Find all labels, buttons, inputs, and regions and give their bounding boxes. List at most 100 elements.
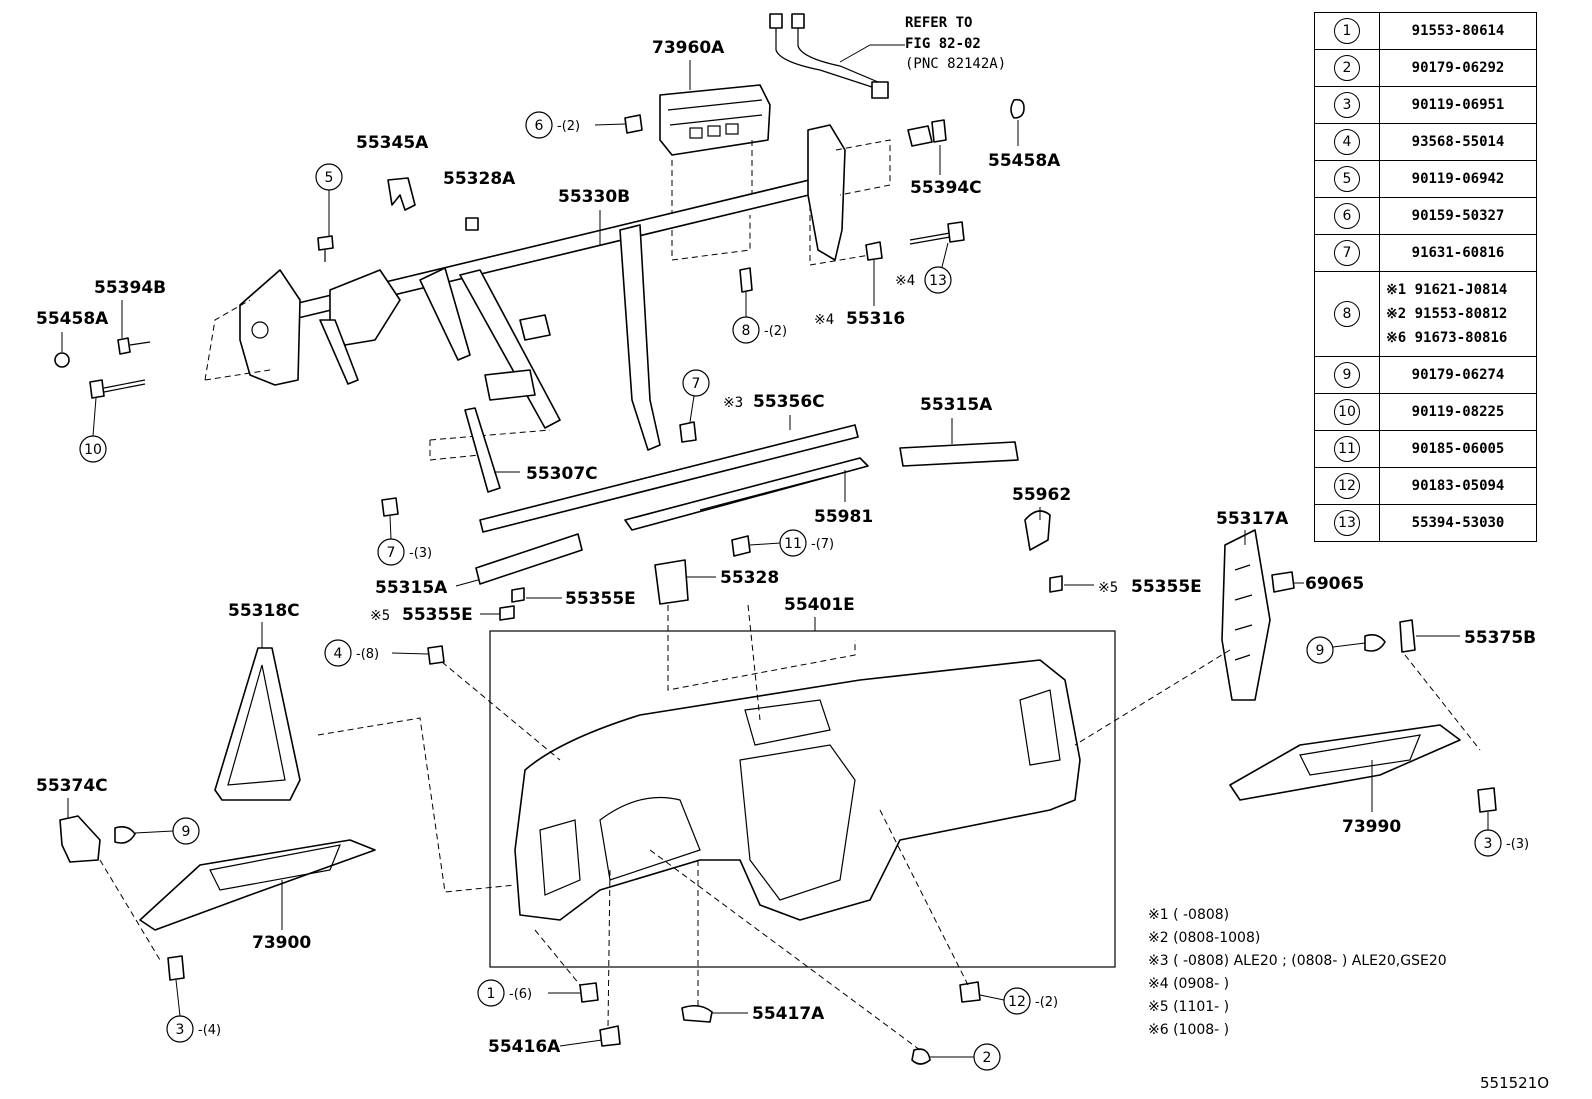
qty-6: -(2) [557, 119, 580, 134]
circle-7a: 7 [692, 376, 701, 392]
legend-number: 2 [1314, 49, 1380, 87]
legend-part-number: ※1 91621-J0814※2 91553-80812※6 91673-808… [1379, 271, 1537, 357]
legend-row: 10 90119-08225 [1314, 393, 1537, 431]
circle-10: 10 [84, 442, 102, 458]
refer-line-3: (PNC 82142A) [905, 56, 1006, 72]
legend-number: 8 [1314, 271, 1380, 357]
legend-number: 4 [1314, 123, 1380, 161]
circle-13: 13 [929, 273, 947, 289]
label-55317A: 55317A [1216, 509, 1289, 529]
legend-number-circle: 13 [1334, 510, 1360, 536]
qty-4: -(8) [356, 647, 379, 662]
legend-part-number: 91631-60816 [1379, 234, 1537, 272]
legend-number-circle: 10 [1334, 399, 1360, 425]
label-55458A-left: 55458A [36, 309, 109, 329]
legend-number: 13 [1314, 504, 1380, 542]
legend-row: 13 55394-53030 [1314, 504, 1537, 542]
wire-harness-refer [769, 13, 905, 99]
refer-line-2: FIG 82-02 [905, 36, 981, 52]
legend-number: 12 [1314, 467, 1380, 505]
dash-reinforcement-55330B [204, 124, 891, 461]
label-55315A-right: 55315A [920, 395, 993, 415]
legend-number-circle: 11 [1334, 436, 1360, 462]
mark-5b: ※5 [1098, 580, 1118, 596]
qty-3a: -(4) [198, 1023, 221, 1038]
callout-circles: 6 -(2) 5 8 -(2) ※4 13 10 7 7 -(3) 11 -(7… [79, 111, 1529, 1071]
label-55394C: 55394C [910, 178, 982, 198]
instrument-panel-55401E [514, 604, 1081, 921]
circle-8: 8 [742, 323, 751, 339]
note-6: ※6 (1008- ) [1148, 1022, 1229, 1038]
label-55316: 55316 [846, 309, 905, 329]
legend-number: 11 [1314, 430, 1380, 468]
legend-number-circle: 8 [1334, 301, 1360, 327]
legend-part-variant: ※1 91621-J0814 [1386, 282, 1508, 298]
legend-number-circle: 12 [1334, 473, 1360, 499]
legend-row: 3 90119-06951 [1314, 86, 1537, 124]
trim-strips [464, 407, 1063, 621]
label-55962: 55962 [1012, 485, 1071, 505]
circle-5: 5 [325, 170, 334, 186]
circle-2: 2 [983, 1050, 992, 1066]
legend-part-number: 93568-55014 [1379, 123, 1537, 161]
note-1: ※1 ( -0808) [1148, 907, 1229, 923]
circle-12: 12 [1008, 994, 1026, 1010]
label-73960A: 73960A [652, 38, 725, 58]
legend-number-circle: 7 [1334, 240, 1360, 266]
legend-row: 4 93568-55014 [1314, 123, 1537, 161]
circle-3b: 3 [1484, 836, 1493, 852]
circle-11: 11 [784, 536, 802, 552]
legend-part-number: 90119-08225 [1379, 393, 1537, 431]
label-55375B: 55375B [1464, 628, 1536, 648]
label-55345A: 55345A [356, 133, 429, 153]
qty-12: -(2) [1035, 995, 1058, 1010]
mark-4a: ※4 [814, 312, 834, 328]
refer-line-1: REFER TO [905, 15, 972, 31]
label-55318C: 55318C [228, 601, 300, 621]
qty-11: -(7) [811, 537, 834, 552]
legend-number-circle: 2 [1334, 55, 1360, 81]
label-55356C: 55356C [753, 392, 825, 412]
mark-3: ※3 [723, 395, 743, 411]
legend-number: 9 [1314, 356, 1380, 394]
qty-3b: -(3) [1506, 837, 1529, 852]
legend-number: 10 [1314, 393, 1380, 431]
label-55330B: 55330B [558, 187, 630, 207]
circle-9a: 9 [182, 824, 191, 840]
label-73990: 73990 [1342, 817, 1401, 837]
legend-part-number: 90119-06951 [1379, 86, 1537, 124]
legend-number-circle: 6 [1334, 203, 1360, 229]
applicability-notes: ※1 ( -0808) ※2 (0808-1008) ※3 ( -0808) A… [1148, 907, 1447, 1038]
legend-part-number: 91553-80614 [1379, 12, 1537, 50]
note-4: ※4 (0908- ) [1148, 976, 1229, 992]
mark-4b: ※4 [895, 273, 915, 289]
circle-9b: 9 [1316, 643, 1325, 659]
circle-7b: 7 [387, 545, 396, 561]
label-55417A: 55417A [752, 1004, 825, 1024]
legend-part-variant: ※2 91553-80812 [1386, 306, 1508, 322]
legend-number-circle: 4 [1334, 129, 1360, 155]
legend-number: 3 [1314, 86, 1380, 124]
circle-3a: 3 [176, 1022, 185, 1038]
legend-number-circle: 3 [1334, 92, 1360, 118]
legend-number: 7 [1314, 234, 1380, 272]
label-55315A-left: 55315A [375, 578, 448, 598]
note-3: ※3 ( -0808) ALE20 ; (0808- ) ALE20,GSE20 [1148, 953, 1447, 969]
small-fasteners [54, 98, 1025, 517]
label-55355E-left: 55355E [402, 605, 473, 625]
legend-part-number: 55394-53030 [1379, 504, 1537, 542]
label-69065: 69065 [1305, 574, 1364, 594]
label-55328: 55328 [720, 568, 779, 588]
legend-number: 1 [1314, 12, 1380, 50]
label-55981: 55981 [814, 507, 873, 527]
legend-part-number: 90185-06005 [1379, 430, 1537, 468]
qty-8: -(2) [764, 324, 787, 339]
label-55458A-right: 55458A [988, 151, 1061, 171]
legend-number: 6 [1314, 197, 1380, 235]
legend-part-number: 90183-05094 [1379, 467, 1537, 505]
